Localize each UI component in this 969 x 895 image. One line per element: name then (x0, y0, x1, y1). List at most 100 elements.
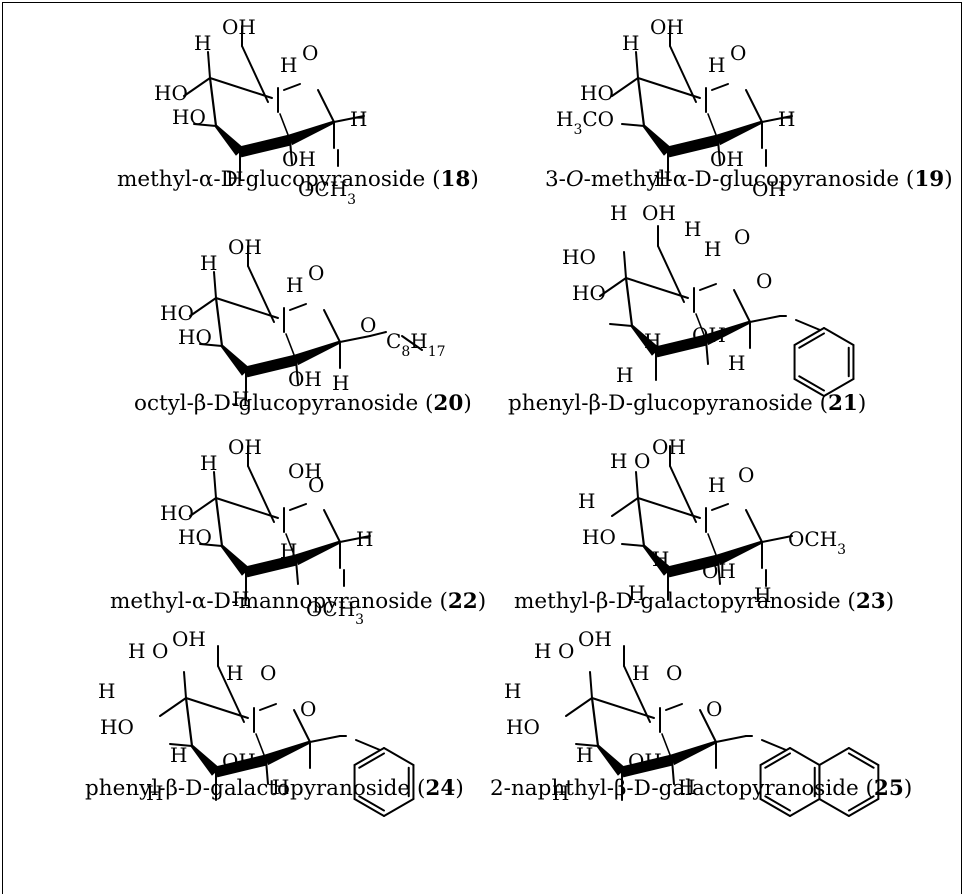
bond (624, 276, 634, 328)
bond (259, 703, 277, 711)
bond (169, 743, 193, 747)
atom-label: H (194, 31, 211, 55)
atom-label: O (152, 639, 168, 663)
atom-label: O (558, 639, 574, 663)
bond (189, 497, 217, 517)
atom-label: H (728, 351, 745, 375)
bond (159, 697, 187, 717)
atom-label: HO (172, 105, 206, 129)
aromatic-bond (353, 798, 385, 817)
atom-label: H (280, 539, 297, 563)
atom-label: HO (572, 281, 606, 305)
atom-label: O (308, 261, 324, 285)
atom-label: HO (582, 525, 616, 549)
bond (217, 665, 245, 723)
bond (623, 665, 651, 723)
aromatic-bond (818, 747, 850, 766)
atom-label: OH (222, 749, 256, 773)
atom-label: HO (160, 301, 194, 325)
caption-compound-24: phenyl-β-D-galactopyranoside (24) (85, 776, 464, 801)
atom-label: O (666, 661, 682, 685)
atom-label: H3CO (556, 107, 614, 138)
atom-label: OCH3 (298, 177, 356, 208)
bond (283, 83, 301, 91)
caption-part: 3- (545, 167, 566, 192)
atom-label: H (628, 581, 645, 605)
caption-part: 20 (433, 391, 463, 416)
bold-bond (263, 740, 311, 766)
atom-label: HO (100, 715, 134, 739)
atom-label: OH (288, 367, 322, 391)
aromatic-double-bond (798, 332, 825, 349)
bond (255, 733, 267, 761)
atom-label: H (280, 53, 297, 77)
atom-label: O (308, 473, 324, 497)
bond (623, 251, 627, 279)
atom-label: H (350, 107, 367, 131)
aromatic-bond (823, 378, 855, 397)
bond (183, 671, 187, 699)
caption-part: -methyl-α-D-glucopyranoside (584, 167, 900, 192)
bond (309, 735, 341, 743)
bond (621, 123, 645, 127)
bond (333, 115, 365, 123)
bond (213, 271, 217, 299)
atom-label: O (734, 225, 750, 249)
atom-label: H (200, 251, 217, 275)
bond (279, 113, 291, 141)
bond (669, 465, 697, 523)
atom-label: H (170, 743, 187, 767)
caption-part: 18 (440, 167, 470, 192)
caption-compound-23: methyl-β-D-galactopyranoside (23) (514, 589, 894, 614)
bold-bond (642, 544, 673, 576)
bold-bond (703, 320, 751, 346)
atom-label: H (778, 107, 795, 131)
aromatic-bond (789, 747, 821, 766)
caption-compound-22: methyl-α-D-mannopyranoside (22) (110, 589, 486, 614)
bond (591, 697, 655, 719)
caption-compound-20: octyl-β-D-glucopyranoside (20) (134, 391, 472, 416)
aromatic-bond (789, 798, 821, 817)
bond (609, 323, 633, 327)
bond (717, 139, 721, 165)
bond (289, 503, 307, 511)
bold-bond (244, 354, 298, 378)
bond (339, 535, 371, 543)
atom-label: OH (228, 235, 262, 259)
bond (795, 319, 821, 331)
bond (589, 671, 593, 699)
atom-label: OCH3 (788, 527, 846, 558)
bold-bond (666, 134, 720, 158)
atom-label: OCH3 (306, 597, 364, 628)
atom-label: OH (692, 323, 726, 347)
bold-bond (238, 134, 292, 158)
bond (215, 297, 279, 319)
bond (213, 471, 217, 499)
aromatic-double-bond (764, 752, 791, 769)
bold-bond (293, 340, 341, 366)
aromatic-double-bond (764, 795, 791, 812)
bold-bond (293, 540, 341, 566)
bold-bond (715, 120, 763, 146)
atom-label: H (652, 547, 669, 571)
caption-part: phenyl-β-D-glucopyranoside (508, 391, 813, 416)
bold-bond (654, 334, 708, 358)
bond (323, 509, 341, 543)
aromatic-bond (759, 798, 791, 817)
atom-label: H (576, 743, 593, 767)
bond (295, 559, 299, 585)
aromatic-bond (383, 747, 415, 766)
atom-label: HO (562, 245, 596, 269)
atom-label: OH (710, 147, 744, 171)
bond (317, 89, 335, 123)
atom-label: OH (628, 749, 662, 773)
bond (761, 739, 787, 751)
bond (635, 471, 639, 499)
caption-part: methyl-α-D-mannopyranoside (110, 589, 433, 614)
atom-label: OH (650, 15, 684, 39)
bond (745, 89, 763, 123)
